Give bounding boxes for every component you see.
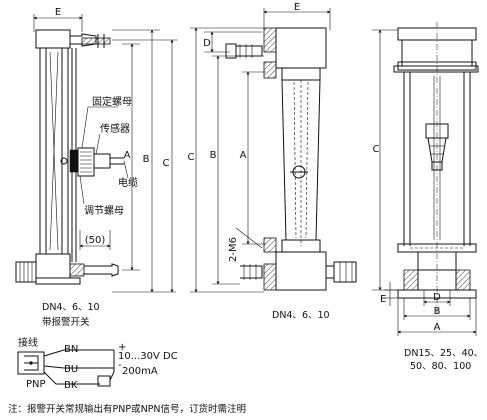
- plus-label: +: [118, 342, 126, 353]
- minus-label: -: [118, 360, 122, 371]
- label-fixed-nut: 固定螺母: [92, 95, 132, 108]
- label-sensor: 传感器: [100, 122, 130, 135]
- wiring-diagram: 接线 BN BU BK PNP + 10...30V DC - 200mA: [17, 336, 178, 391]
- dim-d-label-v3: D: [433, 292, 441, 303]
- wire-bk-label: BK: [64, 380, 78, 391]
- view3-caption-line2: 50、80、100: [410, 361, 471, 372]
- wiring-title: 接线: [18, 336, 38, 349]
- dim-a-label-v3: A: [434, 322, 441, 333]
- view2-caption: DN4、6、10: [272, 310, 330, 321]
- dim-e-label-v3: E: [380, 294, 386, 305]
- dim-c-label: C: [163, 158, 170, 169]
- label-cable: 电缆: [118, 176, 138, 189]
- dim-b-label: B: [143, 154, 150, 165]
- dim-c-label-v2: C: [188, 152, 195, 163]
- wire-bn-label: BN: [64, 344, 78, 355]
- view1-caption-line2: 带报警开关: [42, 316, 90, 328]
- wire-bu-label: BU: [64, 364, 78, 375]
- dim-b-label-v3: B: [434, 306, 441, 317]
- dim-m6-label: 2-M6: [228, 237, 239, 262]
- dim-d-label-v2: D: [203, 38, 211, 49]
- view2-front: E D: [188, 2, 357, 321]
- dim-50-label: (50): [85, 235, 106, 246]
- view3-caption-line1: DN15、25、40、: [404, 348, 483, 359]
- label-adjust-nut: 调节螺母: [84, 205, 124, 217]
- current-label: 200mA: [122, 366, 158, 377]
- dim-c-label-v3: C: [373, 144, 380, 155]
- dim-e-label-v2: E: [294, 2, 300, 13]
- dim-a-label: A: [124, 150, 131, 161]
- view1-side-with-alarm: E 固定螺母 传感器 电缆 调节螺母: [15, 7, 178, 328]
- voltage-label: 10...30V DC: [118, 351, 178, 362]
- dim-a-label-v2: A: [240, 150, 247, 161]
- pnp-label: PNP: [26, 379, 46, 390]
- dim-b-label-v2: B: [210, 150, 217, 161]
- view1-caption-line1: DN4、6、10: [42, 302, 100, 313]
- view3-large-dn: C E D B A DN15、25、40、 50、80、100: [372, 22, 483, 372]
- dim-e-label: E: [55, 7, 61, 18]
- footnote: 注：报警开关常规输出有PNP或NPN信号，订货时需注明: [8, 403, 246, 415]
